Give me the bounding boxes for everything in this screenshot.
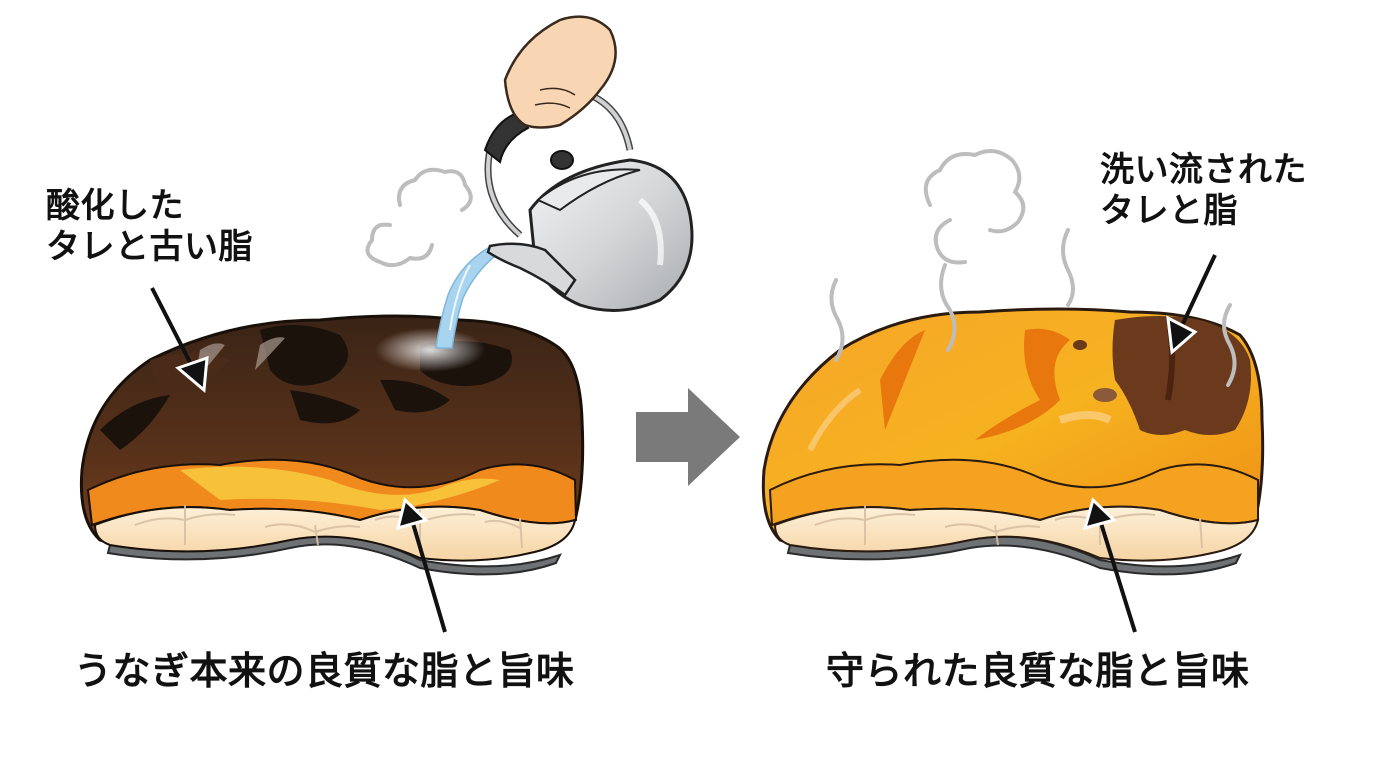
callout-line-2: タレと古い脂: [46, 227, 253, 268]
callout-line-1: 洗い流された: [1100, 150, 1307, 190]
callout-protected-fat-label: 守られた良質な脂と旨味: [826, 649, 1250, 693]
callout-oxidized-sauce-label: 酸化した タレと古い脂: [46, 186, 253, 269]
callout-washed-sauce-label: 洗い流された タレと脂: [1100, 150, 1307, 233]
steam-wisps-right: [829, 149, 1237, 387]
right-arrow-icon: [636, 388, 740, 486]
steam-cloud-left: [365, 167, 473, 268]
callout-arrows: [150, 254, 1217, 633]
eel-fillet-after: [761, 307, 1265, 576]
callout-original-fat-label: うなぎ本来の良質な脂と旨味: [74, 649, 575, 693]
eel-fillet-before: [79, 314, 585, 576]
callout-line-2: タレと脂: [1100, 191, 1238, 232]
kettle-illustration: [435, 15, 694, 349]
callout-line-1: 酸化した: [46, 186, 184, 226]
